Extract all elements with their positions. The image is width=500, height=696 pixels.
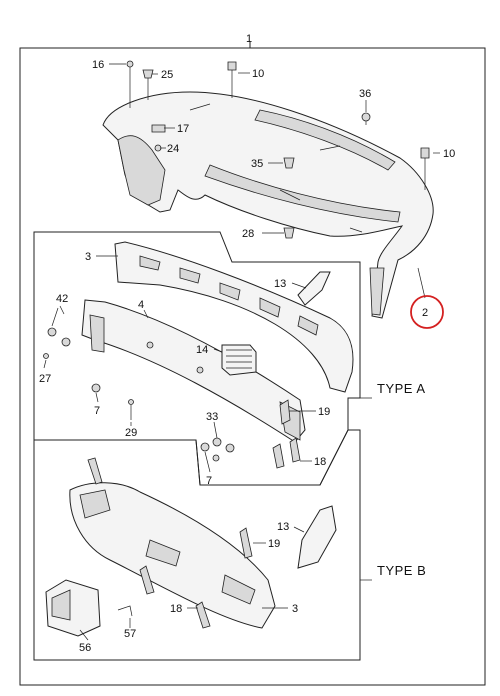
label-3-type-a: 3 <box>85 251 91 263</box>
type-b-frame <box>33 429 361 661</box>
bolt-10-right <box>420 147 430 190</box>
clip-17 <box>151 124 166 133</box>
clip-25 <box>142 69 154 100</box>
absorber-14 <box>221 344 257 376</box>
label-29: 29 <box>125 427 137 439</box>
clip-35 <box>283 157 295 169</box>
screw-16 <box>126 60 134 108</box>
washer-42-nut <box>47 307 71 347</box>
bracket-19-type-b <box>239 527 253 559</box>
absorber-3-type-b <box>69 482 276 629</box>
type-b-label: TYPE B <box>377 563 426 578</box>
label-36: 36 <box>359 88 371 100</box>
outer-frame <box>19 47 486 686</box>
nut-7-type-a-left <box>91 383 101 393</box>
bolt-10-top <box>227 61 237 98</box>
nut-27 <box>43 353 49 359</box>
label-13-type-a: 13 <box>274 278 286 290</box>
label-7-type-a-left: 7 <box>94 405 100 417</box>
label-1: 1 <box>246 33 252 45</box>
label-17: 17 <box>177 123 189 135</box>
label-42: 42 <box>56 293 68 305</box>
label-19-type-b: 19 <box>268 538 280 550</box>
label-35: 35 <box>251 158 263 170</box>
bolt-36 <box>361 112 371 125</box>
bracket-18-type-a <box>272 437 301 469</box>
label-7-type-a-right: 7 <box>206 475 212 487</box>
label-25: 25 <box>161 69 173 81</box>
clips-18-type-b <box>87 457 211 629</box>
nut-7-type-a-right <box>200 442 220 462</box>
leader-lines <box>43 63 440 641</box>
nut-33 <box>212 437 235 453</box>
label-33: 33 <box>206 411 218 423</box>
label-19-type-a: 19 <box>318 406 330 418</box>
label-10-right: 10 <box>443 148 455 160</box>
housing-56 <box>45 579 101 637</box>
label-2: 2 <box>422 307 428 319</box>
bracket-13-type-a <box>297 271 331 306</box>
label-18-type-b: 18 <box>170 603 182 615</box>
label-18-type-a: 18 <box>314 456 326 468</box>
type-a-label: TYPE A <box>377 381 426 396</box>
bolt-29 <box>128 399 134 420</box>
bumper-cover <box>102 91 434 319</box>
label-27: 27 <box>39 373 51 385</box>
label-57: 57 <box>124 628 136 640</box>
absorber-3-type-a <box>114 241 354 393</box>
label-14: 14 <box>196 344 208 356</box>
bracket-19-type-a <box>279 399 291 425</box>
label-13-type-b: 13 <box>277 521 289 533</box>
clip-28 <box>283 227 295 239</box>
label-4: 4 <box>138 299 144 311</box>
clip-57 <box>117 605 133 617</box>
label-16: 16 <box>92 59 104 71</box>
label-10-top: 10 <box>252 68 264 80</box>
label-56: 56 <box>79 642 91 654</box>
highlight-circle <box>410 295 444 329</box>
bracket-13-type-b <box>297 505 337 569</box>
label-28: 28 <box>242 228 254 240</box>
label-24: 24 <box>167 143 179 155</box>
label-3-type-b: 3 <box>292 603 298 615</box>
